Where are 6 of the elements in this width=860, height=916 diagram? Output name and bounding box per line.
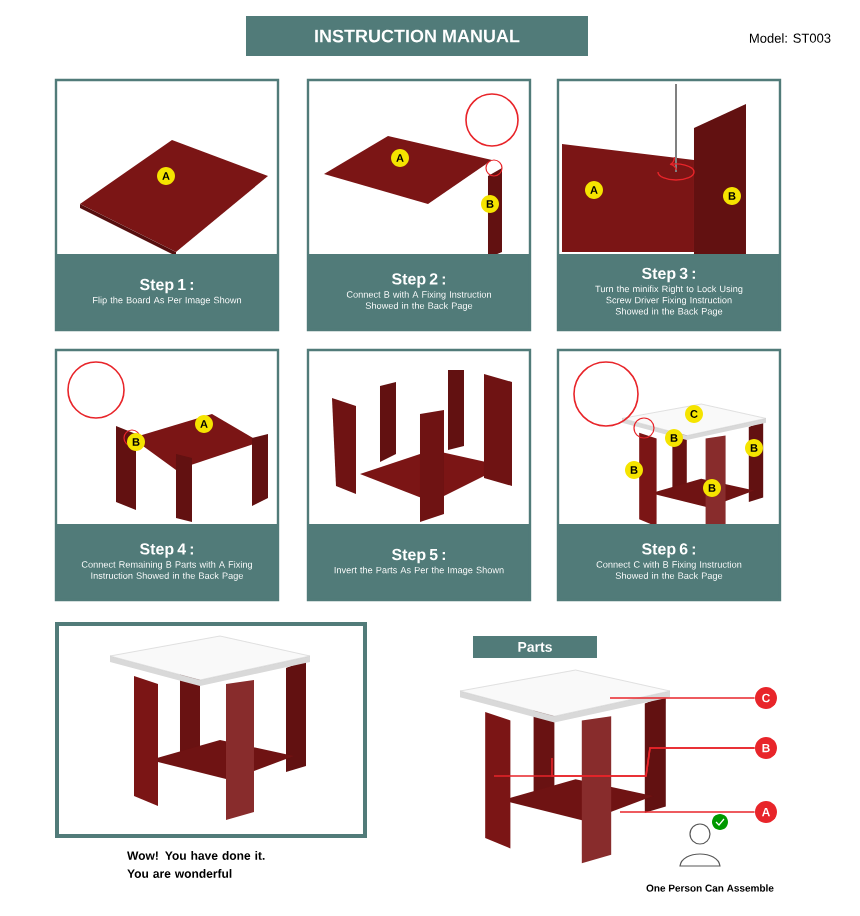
title-banner: INSTRUCTION MANUAL: [246, 16, 588, 56]
finished-table-picture: [55, 622, 367, 838]
leader-line: [551, 747, 756, 777]
leader-line: [619, 811, 756, 813]
leader-line: [609, 697, 756, 699]
table-drawing: [459, 669, 671, 864]
